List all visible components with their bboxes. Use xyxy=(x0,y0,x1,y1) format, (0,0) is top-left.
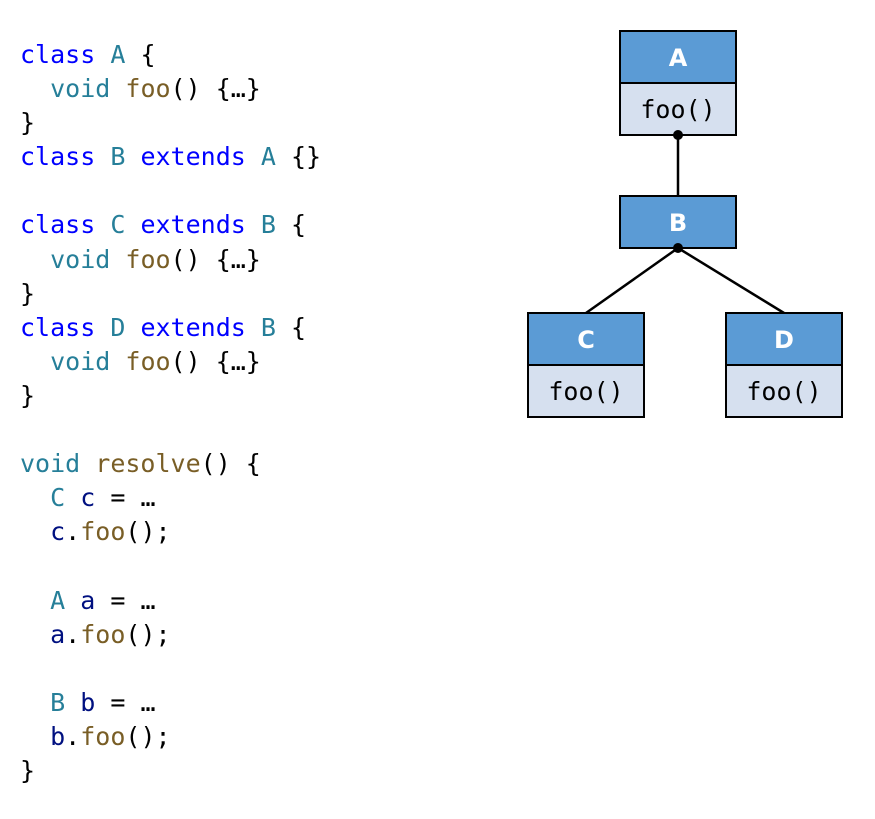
code-line: class C extends B { xyxy=(20,208,321,242)
code-token: class xyxy=(20,210,96,240)
class-header xyxy=(619,195,737,249)
code-token: { xyxy=(275,210,307,240)
code-token: {} xyxy=(275,142,322,172)
code-token: void xyxy=(20,449,81,479)
code-token: } xyxy=(20,380,36,410)
code-token: c xyxy=(50,517,66,547)
code-token: B xyxy=(110,142,126,172)
code-token: foo xyxy=(125,346,171,376)
class-name: A xyxy=(669,44,688,72)
code-token: A xyxy=(110,40,126,69)
code-line: void foo() {…} xyxy=(20,243,321,277)
code-token: (); xyxy=(125,517,171,547)
method-compartment xyxy=(527,364,645,418)
code-token: B xyxy=(260,312,276,342)
code-line: a.foo(); xyxy=(20,618,321,652)
connector-dots-layer xyxy=(673,130,683,253)
code-token: { xyxy=(125,40,156,69)
code-token: () {…} xyxy=(170,74,261,104)
code-token: C xyxy=(50,483,66,513)
code-token: = … xyxy=(95,585,156,615)
code-token: C xyxy=(110,210,126,240)
method-name: foo() xyxy=(746,377,821,406)
class-name: C xyxy=(577,326,595,354)
code-line: void foo() {…} xyxy=(20,345,321,379)
code-line: b.foo(); xyxy=(20,720,321,754)
code-token: class xyxy=(20,312,96,342)
code-token: class xyxy=(20,40,96,69)
code-line: A a = … xyxy=(20,584,321,618)
code-token: . xyxy=(65,721,81,751)
code-token: void xyxy=(50,346,111,376)
code-token: = … xyxy=(95,483,156,513)
code-line: void foo() {…} xyxy=(20,72,321,106)
class-name: D xyxy=(774,326,794,354)
code-token: foo xyxy=(125,244,171,274)
code-token: } xyxy=(20,755,36,785)
code-token: } xyxy=(20,278,36,308)
code-token: void xyxy=(50,74,111,104)
code-line: } xyxy=(20,277,321,311)
code-token: B xyxy=(260,210,276,240)
code-token: A xyxy=(50,585,66,615)
code-line: class D extends B { xyxy=(20,311,321,345)
edge-b-d xyxy=(677,246,785,315)
connector-dot xyxy=(673,243,683,253)
code-token: b xyxy=(80,687,96,717)
code-token: { xyxy=(275,312,307,342)
code-line: class B extends A {} xyxy=(20,140,321,174)
code-token: a xyxy=(50,619,66,649)
class-header xyxy=(619,30,737,84)
code-token: b xyxy=(50,721,66,751)
code-line: void resolve() { xyxy=(20,447,321,481)
code-token: c xyxy=(80,483,96,513)
code-token: foo xyxy=(80,517,126,547)
code-line: c.foo(); xyxy=(20,515,321,549)
code-line: } xyxy=(20,754,321,788)
code-line: } xyxy=(20,379,321,413)
code-token: foo xyxy=(80,721,126,751)
code-token: void xyxy=(50,244,111,274)
code-token: extends xyxy=(140,142,246,172)
code-line: class A { xyxy=(20,38,321,72)
code-line: } xyxy=(20,106,321,140)
code-token: () {…} xyxy=(170,346,261,376)
code-token: . xyxy=(65,619,81,649)
method-compartment xyxy=(619,82,737,136)
code-token: (); xyxy=(125,721,171,751)
code-token: (); xyxy=(125,619,171,649)
connector-dot xyxy=(673,130,683,140)
code-token: extends xyxy=(140,312,246,342)
edge-b-c xyxy=(585,246,679,315)
code-token: foo xyxy=(125,74,171,104)
class-header xyxy=(527,312,645,366)
method-name: foo() xyxy=(640,95,715,124)
code-token: () { xyxy=(200,449,261,479)
code-token: = … xyxy=(95,687,156,717)
code-token: A xyxy=(260,142,276,172)
code-token: class xyxy=(20,142,96,172)
code-line: C c = … xyxy=(20,481,321,515)
code-token: a xyxy=(80,585,96,615)
code-token: extends xyxy=(140,210,246,240)
code-token: resolve xyxy=(95,449,201,479)
method-name: foo() xyxy=(548,377,623,406)
code-token: . xyxy=(65,517,81,547)
edges-layer xyxy=(585,135,785,315)
code-token: D xyxy=(110,312,126,342)
class-box-b: B xyxy=(619,195,737,249)
code-token: () {…} xyxy=(170,244,261,274)
class-name: B xyxy=(669,209,687,237)
code-token: B xyxy=(50,687,66,717)
code-line: B b = … xyxy=(20,686,321,720)
code-token: } xyxy=(20,108,36,138)
code-listing: class A { void foo() {…}}class B extends… xyxy=(20,38,321,788)
method-compartment xyxy=(725,364,843,418)
code-token: foo xyxy=(80,619,126,649)
